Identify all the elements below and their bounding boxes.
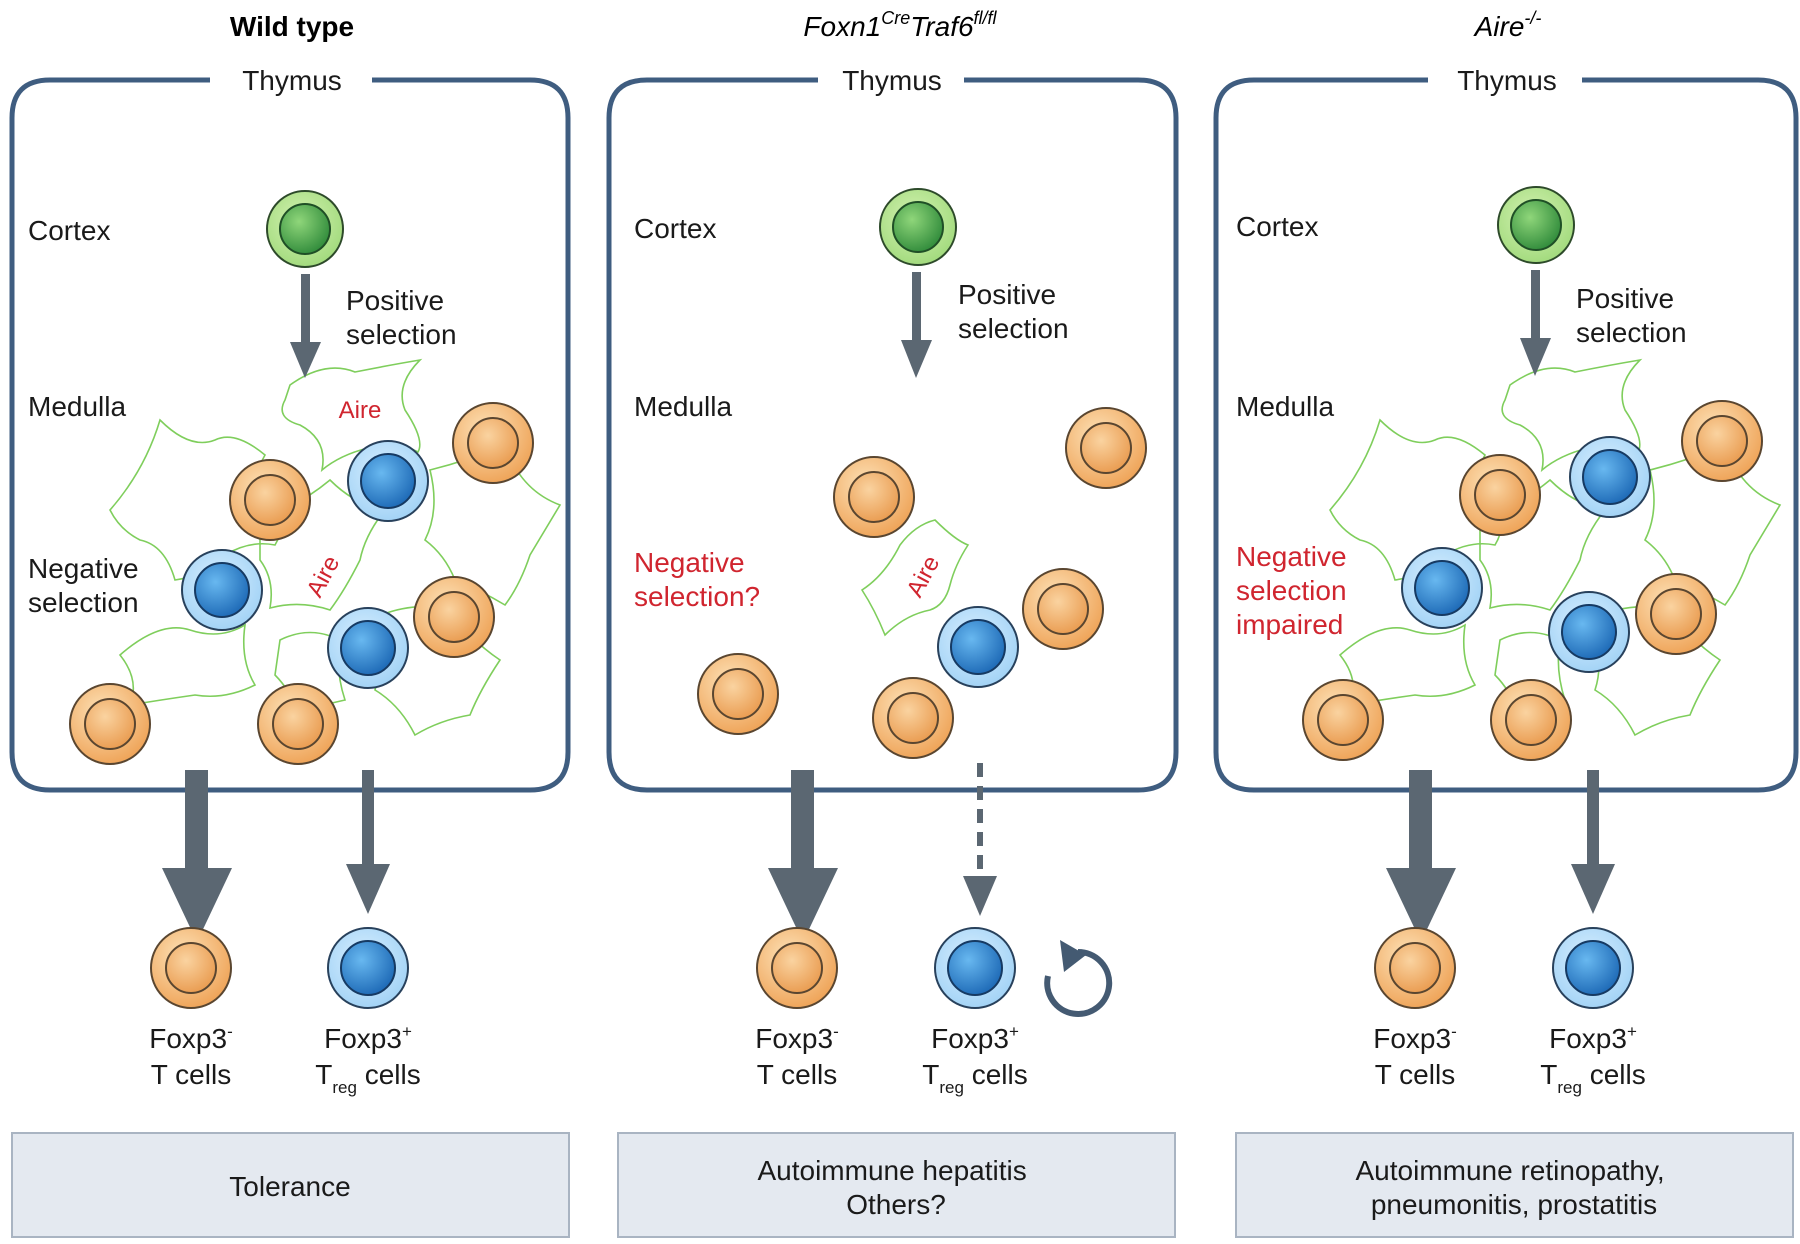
treg-cell bbox=[937, 606, 1019, 688]
positive-selection-label: Positive selection bbox=[346, 285, 457, 350]
treg-cell bbox=[1548, 591, 1630, 673]
panel-title: Foxn1CreTraf6fl/fl bbox=[803, 8, 997, 42]
t-cell bbox=[1302, 679, 1384, 761]
treg-cells-label: Treg cells bbox=[1540, 1059, 1645, 1097]
export-arrow-thick bbox=[162, 770, 232, 942]
positive-selection-arrow bbox=[901, 272, 932, 378]
outcome-box bbox=[617, 1132, 1176, 1238]
foxp3-negative-label: Foxp3- bbox=[1373, 1022, 1457, 1054]
negative-selection-label: Negative selection? bbox=[634, 547, 760, 612]
treg-cell bbox=[1401, 547, 1483, 629]
t-cell bbox=[697, 653, 779, 735]
thymus-frame bbox=[9, 77, 571, 793]
t-cells-label: T cells bbox=[757, 1059, 837, 1090]
treg-cell bbox=[1569, 436, 1651, 518]
foxp3-negative-cell bbox=[756, 927, 838, 1009]
outcome-text: Tolerance bbox=[229, 1171, 350, 1202]
foxp3-positive-cell bbox=[934, 927, 1016, 1009]
positive-selection-arrow bbox=[290, 274, 321, 378]
t-cell bbox=[257, 683, 339, 765]
export-arrow-thin bbox=[1571, 770, 1615, 914]
aire-label: Aire bbox=[301, 551, 345, 601]
export-arrow-thick bbox=[1386, 770, 1456, 942]
aire-label: Aire bbox=[901, 551, 945, 601]
export-arrow-thick bbox=[768, 770, 838, 942]
t-cell bbox=[1065, 407, 1147, 489]
foxp3-positive-label: Foxp3+ bbox=[1549, 1022, 1637, 1054]
medulla-label: Medulla bbox=[1236, 391, 1334, 422]
export-arrow-thin bbox=[346, 770, 390, 914]
t-cell bbox=[1681, 400, 1763, 482]
thymocyte-green bbox=[266, 190, 344, 268]
t-cell bbox=[1635, 573, 1717, 655]
thymus-label: Thymus bbox=[1457, 65, 1557, 96]
cortex-label: Cortex bbox=[1236, 211, 1318, 242]
t-cells-label: T cells bbox=[151, 1059, 231, 1090]
cortex-label: Cortex bbox=[634, 213, 716, 244]
t-cell bbox=[452, 402, 534, 484]
panel-wild-type: Wild type Thymus Cortex Medulla Negative… bbox=[9, 11, 571, 1238]
outcome-text: Autoimmune retinopathy, pneumonitis, pro… bbox=[1356, 1155, 1673, 1220]
t-cell bbox=[1490, 679, 1572, 761]
positive-selection-arrow bbox=[1520, 270, 1551, 376]
foxp3-positive-cell bbox=[327, 927, 409, 1009]
t-cell bbox=[413, 576, 495, 658]
thymus-label: Thymus bbox=[842, 65, 942, 96]
t-cell bbox=[1022, 568, 1104, 650]
panel-aire-knockout: Aire-/- Thymus Cortex Medulla Negative s… bbox=[1213, 8, 1799, 1238]
treg-cell bbox=[181, 549, 263, 631]
negative-selection-label: Negative selection bbox=[28, 553, 146, 618]
foxp3-negative-cell bbox=[1374, 927, 1456, 1009]
thymus-frame bbox=[1213, 77, 1799, 793]
t-cell bbox=[1459, 454, 1541, 536]
panel-title: Aire-/- bbox=[1473, 8, 1542, 42]
treg-cell bbox=[347, 440, 429, 522]
foxp3-positive-label: Foxp3+ bbox=[931, 1022, 1019, 1054]
foxp3-negative-label: Foxp3- bbox=[149, 1022, 233, 1054]
t-cell bbox=[229, 459, 311, 541]
medulla-label: Medulla bbox=[634, 391, 732, 422]
foxp3-positive-cell bbox=[1552, 927, 1634, 1009]
cortex-label: Cortex bbox=[28, 215, 110, 246]
t-cell bbox=[69, 683, 151, 765]
positive-selection-label: Positive selection bbox=[1576, 283, 1687, 348]
foxp3-negative-cell bbox=[150, 927, 232, 1009]
foxp3-positive-label: Foxp3+ bbox=[324, 1022, 412, 1054]
thymocyte-green bbox=[879, 188, 957, 266]
foxp3-negative-label: Foxp3- bbox=[755, 1022, 839, 1054]
treg-cells-label: Treg cells bbox=[315, 1059, 420, 1097]
negative-selection-label: Negative selection impaired bbox=[1236, 541, 1354, 640]
panel-title: Wild type bbox=[230, 11, 354, 42]
positive-selection-label: Positive selection bbox=[958, 279, 1069, 344]
outcome-text: Autoimmune hepatitis Others? bbox=[757, 1155, 1034, 1220]
thymocyte-green bbox=[1497, 186, 1575, 264]
thymus-frame bbox=[606, 77, 1179, 793]
outcome-box bbox=[1235, 1132, 1794, 1238]
export-arrow-dashed bbox=[963, 763, 997, 916]
t-cell bbox=[872, 677, 954, 759]
t-cells-label: T cells bbox=[1375, 1059, 1455, 1090]
thymus-label: Thymus bbox=[242, 65, 342, 96]
t-cell bbox=[833, 456, 915, 538]
medulla-label: Medulla bbox=[28, 391, 126, 422]
treg-cell bbox=[327, 607, 409, 689]
outcome-box bbox=[11, 1132, 570, 1238]
medullary-epithelial-cells bbox=[860, 519, 970, 637]
aire-label: Aire bbox=[339, 397, 382, 424]
proliferation-icon bbox=[1044, 940, 1113, 1017]
treg-cells-label: Treg cells bbox=[922, 1059, 1027, 1097]
panel-foxn1cre-traf6: Foxn1CreTraf6fl/fl Thymus Cortex Medulla… bbox=[606, 8, 1179, 1238]
